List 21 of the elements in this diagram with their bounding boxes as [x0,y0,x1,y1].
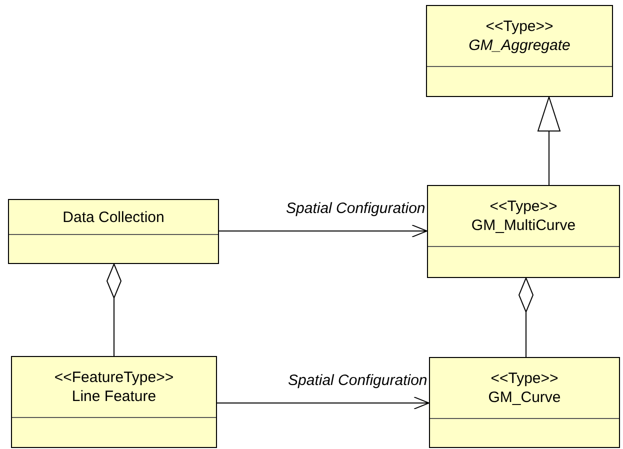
stereotype-label: <<FeatureType>> [54,368,174,387]
class-name: Data Collection [62,208,164,226]
stereotype-label: <<Type>> [490,197,558,216]
aggregation-line [518,278,534,358]
class-box [427,185,620,278]
class-name: GM_Curve [488,388,561,407]
edge-label: Spatial Configuration [286,200,426,218]
stereotype-label: <<Type>> [486,17,554,36]
generalization-arrow [538,96,560,186]
association-arrow [218,224,428,238]
edge-label: Spatial Configuration [288,372,428,390]
class-box [429,357,620,448]
class-box [11,356,217,448]
class-name: Line Feature [72,387,156,406]
class-name: GM_MultiCurve [471,216,576,235]
class-box [426,5,613,97]
aggregation-line [106,264,122,356]
stereotype-label: <<Type>> [490,369,558,388]
class-name: GM_Aggregate [468,36,570,55]
association-arrow [216,396,430,410]
class-box [8,199,219,264]
